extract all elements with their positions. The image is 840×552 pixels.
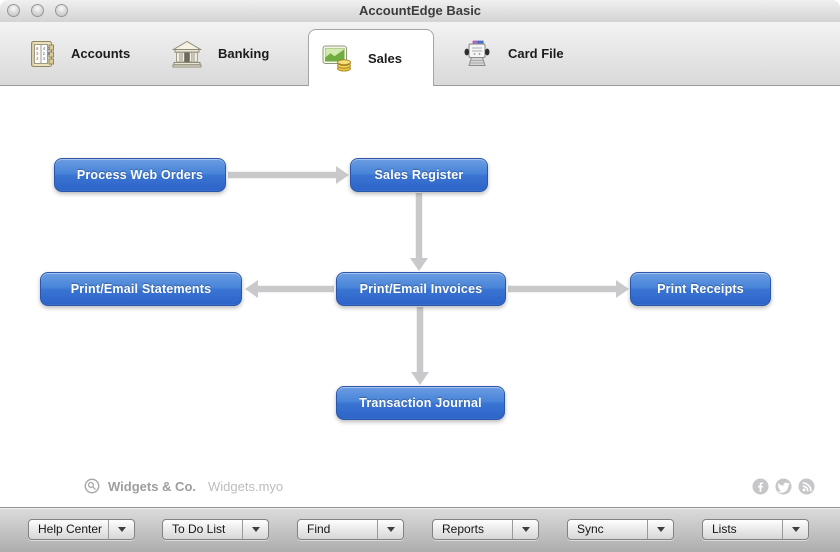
print-email-invoices-button[interactable]: Print/Email Invoices bbox=[336, 272, 506, 306]
tab-card-file-label: Card File bbox=[508, 46, 564, 61]
chevron-down-icon bbox=[117, 527, 126, 532]
company-file-info: Widgets & Co. Widgets.myo bbox=[84, 478, 283, 494]
find-button[interactable]: Find bbox=[297, 519, 404, 540]
find-label: Find bbox=[307, 522, 331, 536]
magnifier-icon bbox=[84, 478, 100, 494]
chevron-down-icon bbox=[791, 527, 800, 532]
print-receipts-button[interactable]: Print Receipts bbox=[630, 272, 771, 306]
chevron-down-icon bbox=[656, 527, 665, 532]
sales-register-label: Sales Register bbox=[374, 168, 464, 182]
file-name: Widgets.myo bbox=[208, 478, 284, 494]
sync-dropdown[interactable] bbox=[647, 520, 673, 539]
lists-button[interactable]: Lists bbox=[702, 519, 809, 540]
window-title: AccountEdge Basic bbox=[358, 3, 482, 18]
svg-text:2 6: 2 6 bbox=[43, 53, 51, 57]
print-email-statements-button[interactable]: Print/Email Statements bbox=[40, 272, 242, 306]
process-web-orders-label: Process Web Orders bbox=[76, 168, 204, 182]
tab-sales[interactable]: Sales bbox=[308, 29, 434, 86]
title-bar: AccountEdge Basic bbox=[0, 0, 840, 22]
sync-button[interactable]: Sync bbox=[567, 519, 674, 540]
reports-button[interactable]: Reports bbox=[432, 519, 539, 540]
svg-text:3: 3 bbox=[36, 53, 39, 57]
to-do-list-dropdown[interactable] bbox=[242, 520, 268, 539]
process-web-orders-button[interactable]: Process Web Orders bbox=[54, 158, 226, 192]
transaction-journal-button[interactable]: Transaction Journal bbox=[336, 386, 505, 420]
sales-command-center: Process Web Orders Sales Register Print/… bbox=[0, 86, 840, 507]
to-do-list-button[interactable]: To Do List bbox=[162, 519, 269, 540]
zoom-icon[interactable] bbox=[55, 4, 68, 17]
help-center-dropdown[interactable] bbox=[108, 520, 134, 539]
company-name: Widgets & Co. bbox=[108, 478, 196, 494]
minimize-icon[interactable] bbox=[31, 4, 44, 17]
bottom-toolbar: Help Center To Do List Find Reports Sync… bbox=[0, 507, 840, 552]
twitter-icon[interactable] bbox=[775, 478, 792, 495]
bank-icon bbox=[171, 39, 203, 69]
rolodex-icon bbox=[461, 39, 493, 69]
help-center-label: Help Center bbox=[38, 522, 103, 536]
sales-register-button[interactable]: Sales Register bbox=[350, 158, 488, 192]
tab-banking[interactable]: Banking bbox=[171, 22, 269, 85]
print-email-statements-label: Print/Email Statements bbox=[70, 282, 212, 296]
facebook-icon[interactable] bbox=[752, 478, 769, 495]
reports-label: Reports bbox=[442, 522, 485, 536]
social-links bbox=[752, 478, 815, 495]
traffic-lights bbox=[7, 4, 68, 17]
tab-sales-label: Sales bbox=[368, 50, 402, 66]
chevron-down-icon bbox=[251, 527, 260, 532]
chevron-down-icon bbox=[386, 527, 395, 532]
tab-card-file[interactable]: Card File bbox=[461, 22, 564, 85]
reports-dropdown[interactable] bbox=[512, 520, 538, 539]
to-do-list-label: To Do List bbox=[172, 522, 226, 536]
svg-text:4: 4 bbox=[43, 58, 46, 62]
svg-text:8: 8 bbox=[36, 48, 39, 52]
print-email-invoices-label: Print/Email Invoices bbox=[359, 282, 483, 296]
transaction-journal-label: Transaction Journal bbox=[359, 396, 482, 410]
svg-text:4: 4 bbox=[36, 58, 39, 62]
lists-dropdown[interactable] bbox=[782, 520, 808, 539]
chevron-down-icon bbox=[521, 527, 530, 532]
rss-icon[interactable] bbox=[798, 478, 815, 495]
print-receipts-label: Print Receipts bbox=[657, 282, 744, 296]
tab-accounts-label: Accounts bbox=[71, 46, 131, 61]
svg-text:4 2: 4 2 bbox=[43, 48, 51, 52]
sales-chart-coins-icon bbox=[322, 43, 354, 73]
lists-label: Lists bbox=[712, 522, 737, 536]
find-dropdown[interactable] bbox=[377, 520, 403, 539]
close-icon[interactable] bbox=[7, 4, 20, 17]
tab-banking-label: Banking bbox=[218, 46, 270, 61]
help-center-button[interactable]: Help Center bbox=[28, 519, 135, 540]
sync-label: Sync bbox=[577, 522, 604, 536]
